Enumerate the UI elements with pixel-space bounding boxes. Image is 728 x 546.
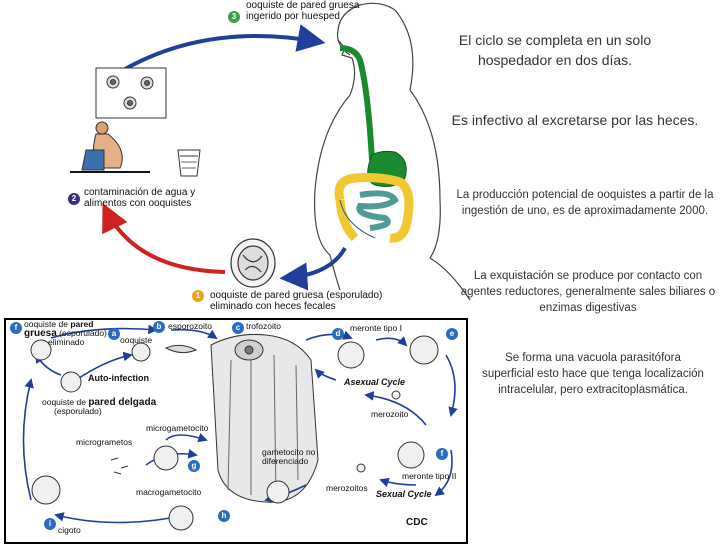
merozoite-cell (391, 390, 401, 400)
person-washing-illustration (70, 121, 150, 173)
oocyst-thick-line3: eliminado (48, 337, 85, 347)
step3-label: ooquiste de pared gruesa ingerido por hu… (246, 0, 359, 22)
step1-label: ooquiste de pared gruesa (esporulado) el… (210, 290, 382, 312)
esophagus (339, 45, 375, 161)
label-cigoto: cigoto (58, 525, 81, 535)
step1-line1: ooquiste de pared gruesa (esporulado) (210, 290, 383, 301)
small-intestine (356, 190, 399, 231)
gametocito-line1: gametocito no (262, 447, 316, 457)
text-cycle-duration: El ciclo se completa en un solo hospedad… (458, 32, 652, 68)
label-merozoito: merozoito (371, 409, 409, 419)
label-esporozoito: esporozoito (168, 321, 212, 331)
meront-type2-cell (397, 441, 425, 469)
label-meronte2: meronte tipo II (402, 471, 457, 481)
badge-d: d (332, 328, 344, 340)
step2-line2: alimentos con ooquistes (84, 198, 192, 209)
label-cdc: CDC (406, 517, 428, 528)
oocyst-thick-cell (30, 339, 52, 361)
label-microgametos: microgrametos (76, 437, 133, 447)
text-infective: Es infectivo al excretarse por las heces… (451, 112, 699, 128)
water-glass-icon (177, 149, 201, 177)
thick-walled-cyst (230, 238, 276, 288)
label-trofozoito: trofozoito (246, 321, 281, 331)
step3-line2: ingerido por huesped (246, 11, 340, 22)
label-gametocito: gametocito no diferenciado (262, 448, 315, 466)
oocyst-thick-line2: gruesa (esporulado) (24, 328, 107, 339)
step2-label: contaminación de agua y alimentos con oo… (84, 187, 195, 209)
label-oocyst-top: ooquiste (120, 335, 153, 345)
arrow-to-host (108, 24, 326, 80)
badge-a: a (108, 328, 120, 340)
badge-e: e (446, 328, 458, 340)
label-auto-infection: Auto-infection (88, 373, 149, 383)
step2-badge: 2 (68, 193, 80, 205)
badge-c: c (232, 322, 244, 334)
label-meronte1: meronte tipo I (350, 323, 402, 333)
step1-badge: 1 (192, 290, 204, 302)
text-oocyst-production: La producción potencial de ooquistes a p… (456, 189, 714, 217)
oocyst-thick-line1: ooquiste de pared (24, 319, 94, 329)
label-oocyst-thick: ooquiste de pared gruesa (esporulado) el… (24, 320, 107, 347)
badge-b: b (153, 321, 165, 333)
zygote-cell (31, 475, 61, 505)
intestinal-villus (210, 334, 319, 503)
meront-type1-cell (337, 341, 365, 369)
oocyst-thin-line2: (esporulado) (54, 406, 102, 416)
microgametocyte-cell (153, 445, 179, 471)
label-microgametocito: microgametocito (146, 423, 209, 433)
lifecycle-diagram-box: f ooquiste de pared gruesa (esporulado) … (4, 318, 468, 544)
cyst-illustrations (106, 75, 154, 110)
badge-a-cycle: f (10, 322, 22, 334)
human-body-outline (313, 2, 471, 301)
label-merozoitos: merozoitos (326, 483, 368, 493)
lifecycle-artwork (22, 324, 458, 531)
label-asexual-cycle: Asexual Cycle (344, 377, 406, 387)
large-intestine (334, 173, 414, 243)
badge-i: i (44, 518, 56, 530)
text-excystation: La exquistación se produce por contacto … (460, 270, 716, 314)
oocyst-thin-line1: ooquiste de pared delgada (42, 397, 157, 408)
arrow-to-contamination (102, 202, 226, 274)
badge-h: h (218, 510, 230, 522)
step3-line1: ooquiste de pared gruesa (246, 0, 360, 11)
label-sexual-cycle: Sexual Cycle (376, 489, 432, 499)
text-vacuole: Se forma una vacuola parasitófora superf… (482, 352, 704, 396)
step2-line1: contaminación de agua y (84, 187, 196, 198)
label-oocyst-thin: ooquiste de pared delgada (esporulado) (42, 398, 156, 416)
badge-f: f (436, 448, 448, 460)
gametocito-line2: diferenciado (262, 456, 309, 466)
cyst-image-box (95, 67, 167, 119)
arrow-to-environment (279, 246, 347, 291)
macrogametocyte-cell (168, 505, 194, 531)
step3-badge: 3 (228, 11, 240, 23)
label-macrogametocito: macrogametocito (136, 487, 202, 497)
step1-line2: eliminado con heces fecales (210, 301, 336, 312)
arrow-cycle-top (50, 324, 158, 339)
badge-g: g (188, 460, 200, 472)
